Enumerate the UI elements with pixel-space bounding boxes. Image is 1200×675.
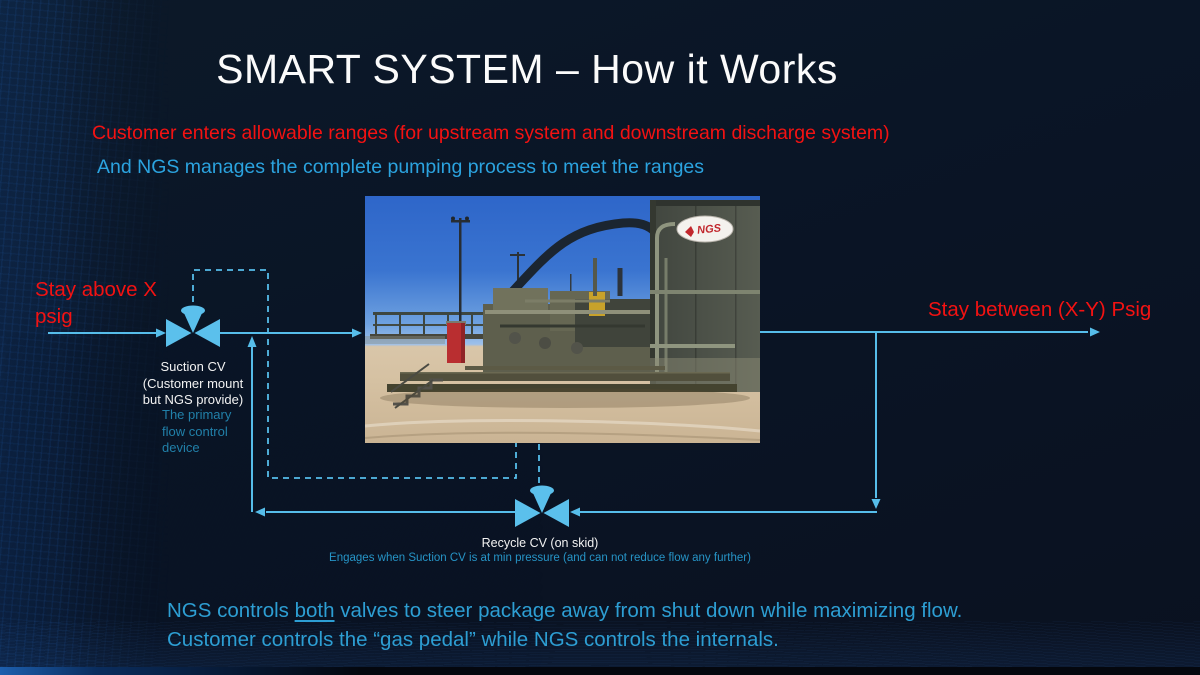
- note1-post: valves to steer package away from shut d…: [334, 599, 963, 622]
- subtitle-ngs-manages: And NGS manages the complete pumping pro…: [97, 156, 705, 178]
- equipment-photo-art: NGS: [365, 200, 760, 441]
- arrow-down-to-recycle: [871, 499, 881, 509]
- background-bottom-strip: [0, 667, 1200, 675]
- note-line-2: Customer controls the “gas pedal” while …: [167, 628, 779, 651]
- page-title: SMART SYSTEM – How it Works: [216, 46, 838, 92]
- outlet-pressure-label: Stay between (X-Y) Psig: [928, 298, 1152, 321]
- arrow-into-suction-valve: [156, 328, 166, 338]
- subtitle-customer-ranges: Customer enters allowable ranges (for up…: [92, 122, 890, 144]
- recycle-valve-name: Recycle CV (on skid): [481, 536, 599, 550]
- arrow-into-package: [352, 328, 362, 338]
- arrow-recycle-up-to-suction: [247, 336, 257, 347]
- control-signal-dashed-suction: [192, 269, 517, 479]
- ngs-logo-text: NGS: [697, 222, 723, 236]
- note-line-1: NGS controls both valves to steer packag…: [167, 596, 962, 625]
- arrow-into-recycle-valve: [570, 507, 580, 517]
- arrow-discharge-out: [1090, 327, 1100, 337]
- equipment-photo: NGS: [365, 196, 760, 443]
- recycle-control-valve-icon: [515, 485, 569, 527]
- suction-valve-name: Suction CV (Customer mount but NGS provi…: [142, 359, 244, 407]
- suction-valve-description: The primary flow control device: [162, 407, 232, 455]
- note1-underlined-both: both: [294, 599, 335, 622]
- arrow-recycle-left: [255, 507, 265, 517]
- background-bottom-wave: [0, 621, 1200, 669]
- note1-pre: NGS controls: [167, 599, 295, 622]
- suction-control-valve-icon: [166, 305, 220, 347]
- inlet-pressure-label: Stay above X psig: [35, 278, 157, 328]
- recycle-valve-description: Engages when Suction CV is at min pressu…: [329, 552, 751, 564]
- bottom-notes: NGS controls both valves to steer packag…: [167, 596, 962, 654]
